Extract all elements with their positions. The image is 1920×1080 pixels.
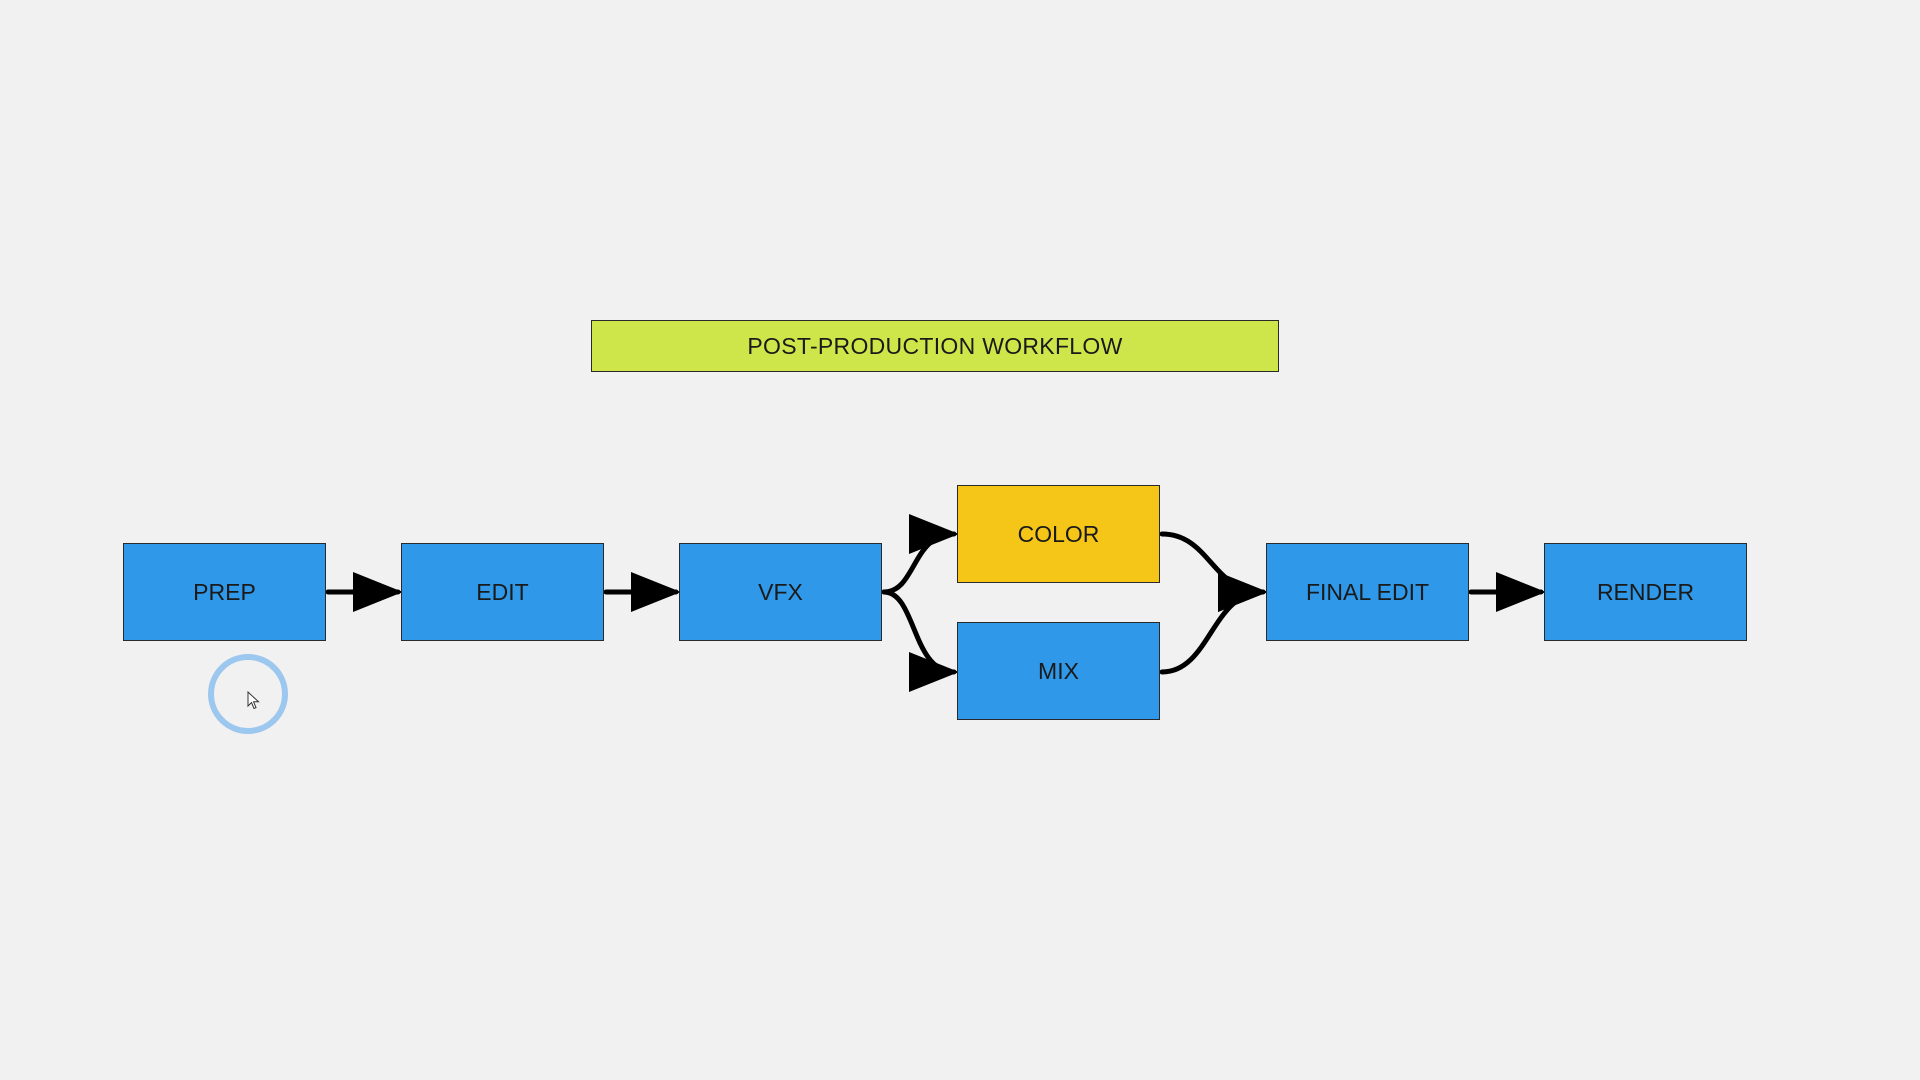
edge-mix-to-final-edit: [1159, 572, 1268, 675]
node-color[interactable]: COLOR: [957, 485, 1160, 583]
edge-vfx-to-mix: [881, 589, 959, 692]
edge-color-to-final-edit: [1159, 531, 1268, 612]
node-vfx[interactable]: VFX: [679, 543, 882, 641]
pointer-cursor-icon: [247, 691, 260, 710]
node-mix[interactable]: MIX: [957, 622, 1160, 720]
node-final-edit[interactable]: FINAL EDIT: [1266, 543, 1469, 641]
edge-vfx-to-color: [881, 514, 959, 595]
node-render[interactable]: RENDER: [1544, 543, 1747, 641]
node-prep[interactable]: PREP: [123, 543, 326, 641]
click-indicator-ring: [208, 654, 288, 734]
node-edit[interactable]: EDIT: [401, 543, 604, 641]
diagram-title: POST-PRODUCTION WORKFLOW: [591, 320, 1279, 372]
